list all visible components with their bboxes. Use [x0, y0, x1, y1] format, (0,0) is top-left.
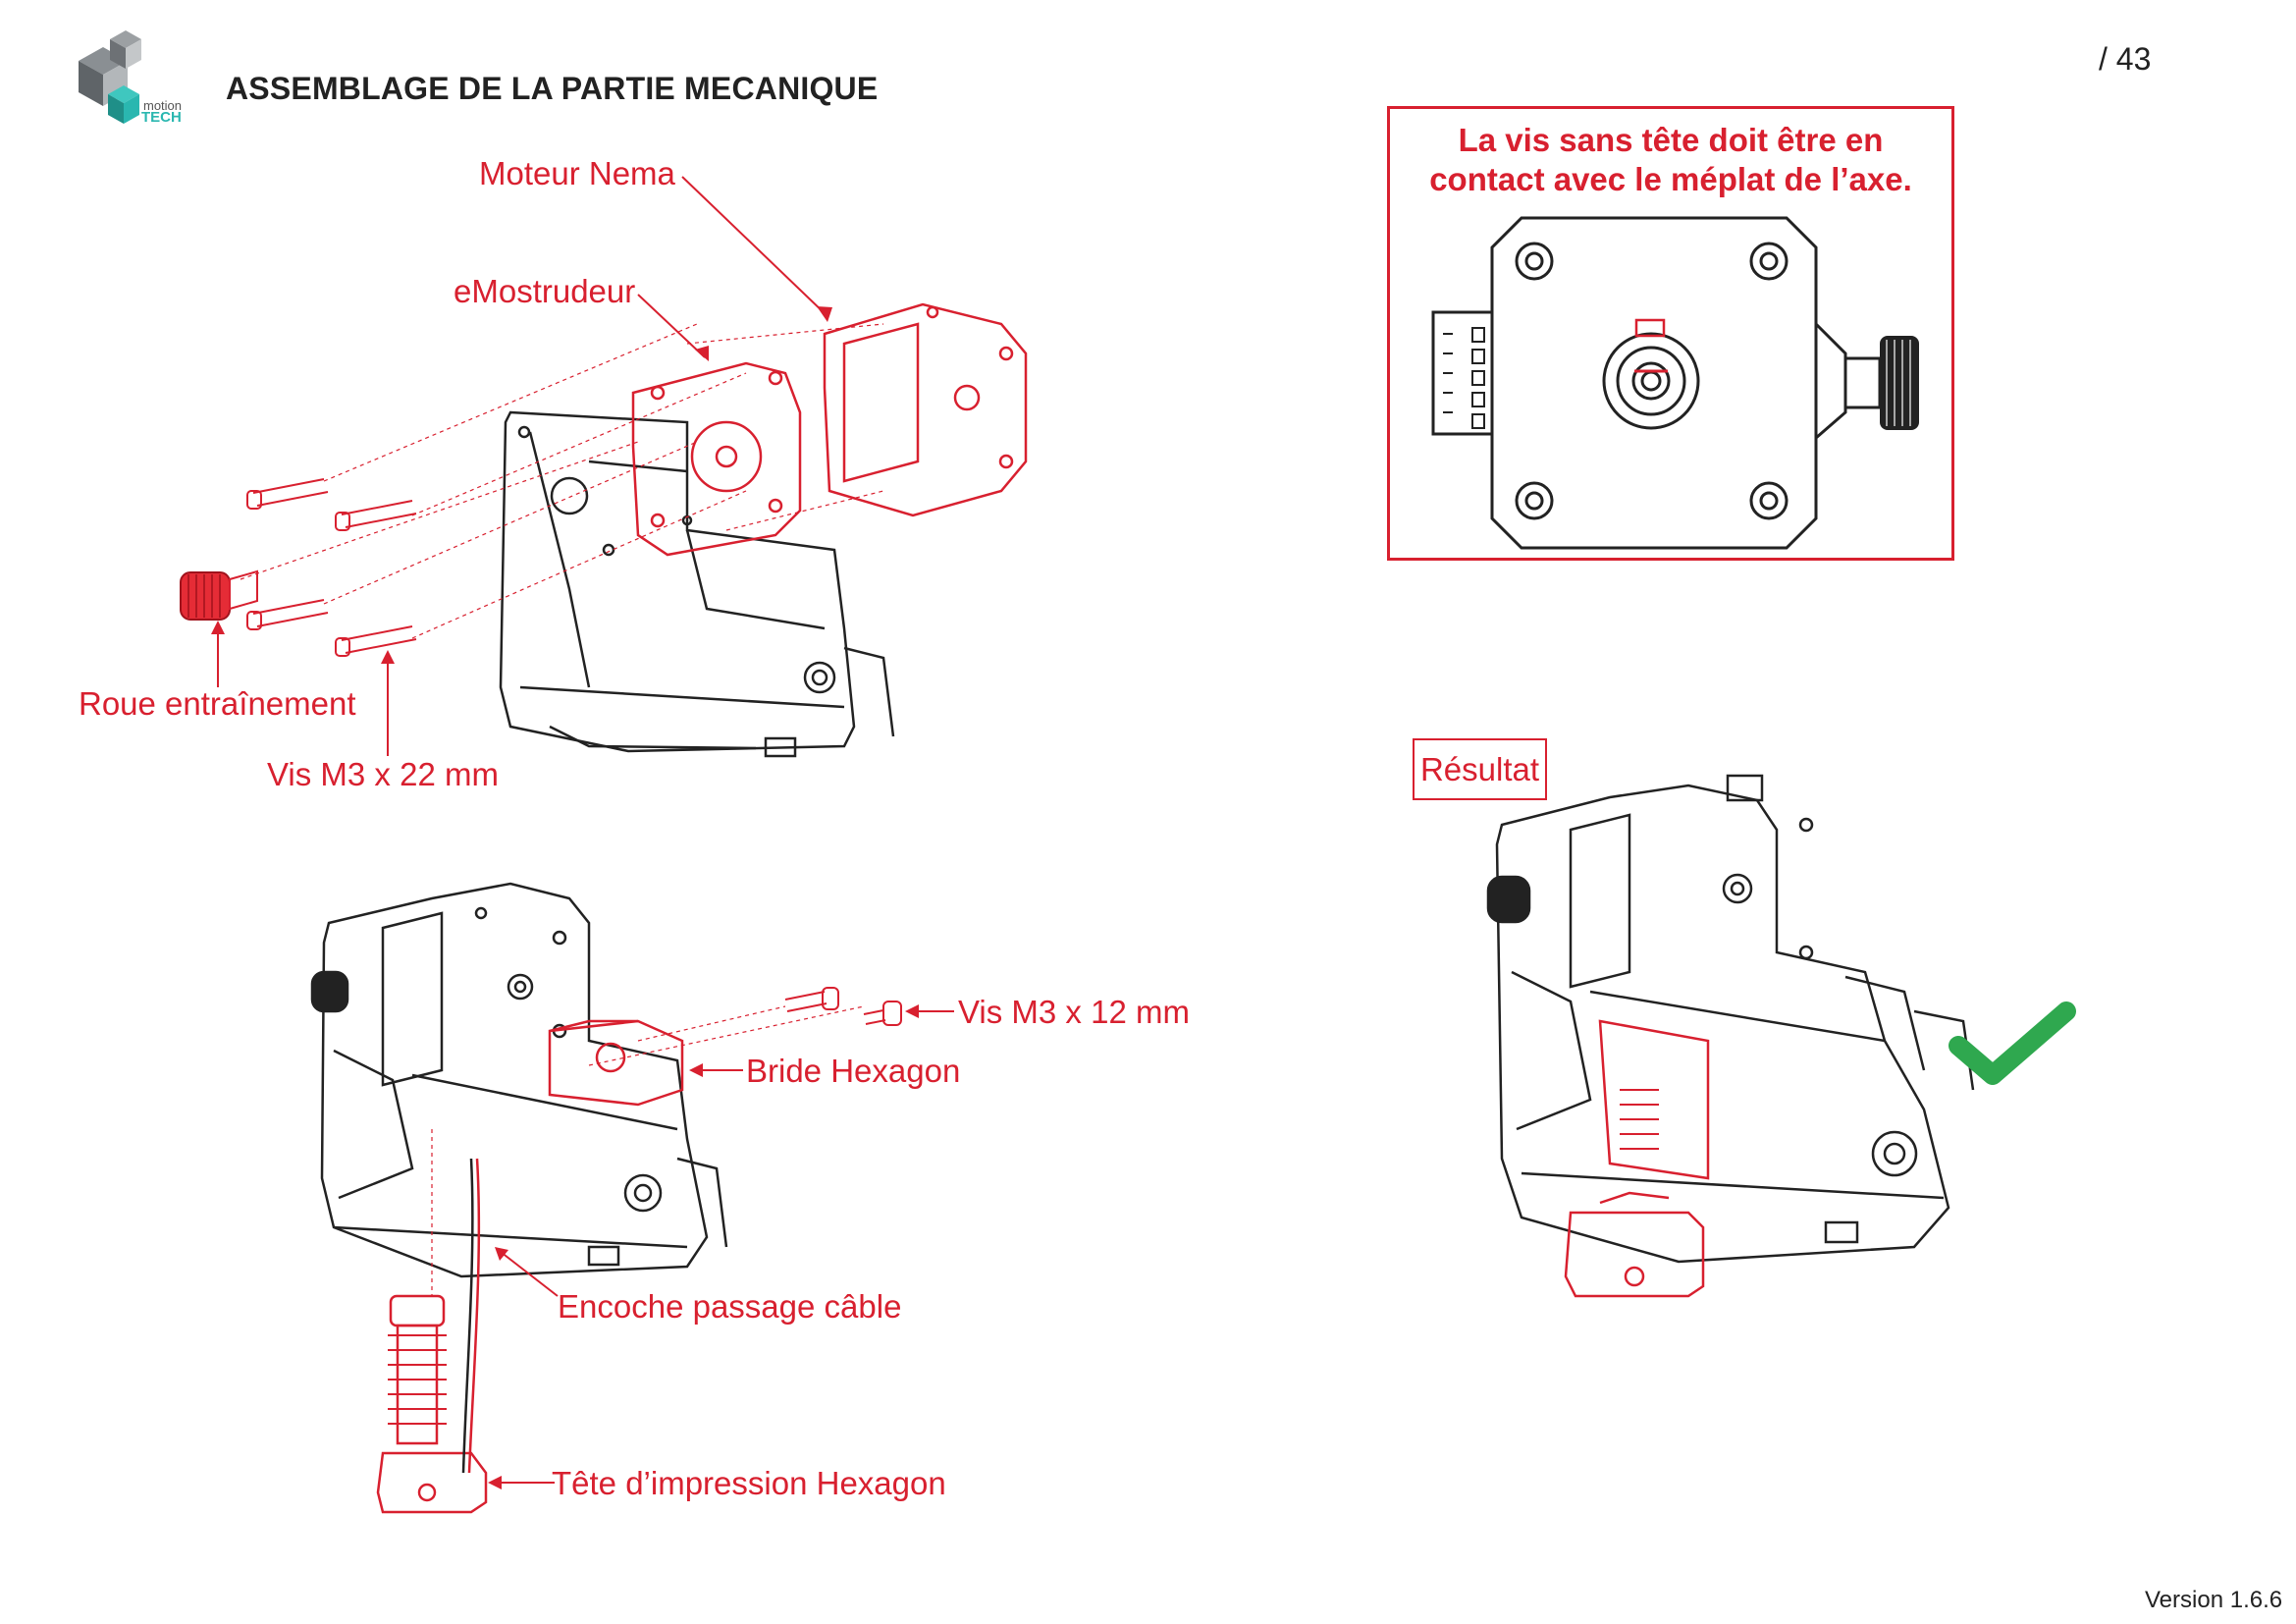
- page-title: ASSEMBLAGE DE LA PARTIE MECANIQUE: [226, 71, 879, 106]
- note-line-1: La vis sans tête doit être en: [1458, 122, 1884, 158]
- label-tete-impression: Tête d’impression Hexagon: [552, 1465, 946, 1501]
- motor-front-view: [1431, 216, 1882, 550]
- motiontech-logo: [79, 30, 141, 124]
- checkmark-icon: [1949, 1001, 2076, 1085]
- label-vis-m3-12: Vis M3 x 12 mm: [958, 994, 1190, 1030]
- drive-wheel-red: [180, 569, 258, 621]
- label-vis-m3-22: Vis M3 x 22 mm: [267, 756, 499, 792]
- knob-knurling: [1886, 340, 1911, 426]
- assembled-extruder-result: [1486, 774, 1975, 1264]
- hotend-cables: [461, 1158, 481, 1474]
- hexagon-clamp-red: [548, 1019, 684, 1107]
- set-screw-knob: [1880, 336, 1919, 430]
- hexagon-hotend-red: [376, 1294, 488, 1514]
- note-line-2: contact avec le méplat de l’axe.: [1429, 161, 1912, 197]
- m3-12-screws-red: [784, 987, 902, 1026]
- label-bride-hexagon: Bride Hexagon: [746, 1053, 961, 1089]
- result-label: Résultat: [1413, 738, 1547, 800]
- nema-motor-red: [823, 302, 1028, 517]
- extruder-with-motor-view: [310, 882, 728, 1278]
- leader-arrowheads-step1: [211, 306, 832, 664]
- logo-text-motion: motion: [143, 98, 182, 113]
- flat-marker-red: [1634, 318, 1666, 338]
- label-moteur-nema: Moteur Nema: [479, 155, 675, 191]
- version-label: Version 1.6.6: [2145, 1587, 2283, 1613]
- logo-text-tech: TECH: [141, 109, 182, 126]
- extruder-exploded-view: [499, 410, 895, 758]
- label-leaders-step2: [496, 1010, 954, 1484]
- assembly-guide-lines-step2: [431, 1005, 865, 1296]
- note-text: La vis sans tête doit être en contact av…: [1390, 121, 1951, 199]
- leader-arrowheads-step2: [488, 1004, 919, 1489]
- extruder-red-part: [631, 361, 802, 557]
- label-encoche-passage-cable: Encoche passage câble: [558, 1288, 902, 1325]
- page-number: / 43: [2099, 41, 2152, 77]
- label-emostrudeur: eMostrudeur: [454, 273, 636, 309]
- note-box: La vis sans tête doit être en contact av…: [1387, 106, 1954, 561]
- m3-22-screws-red: [246, 478, 417, 657]
- assembled-hotend-red: [1564, 1019, 1710, 1298]
- label-roue-entrainement: Roue entraînement: [79, 685, 356, 722]
- label-leaders-step1: [217, 176, 828, 756]
